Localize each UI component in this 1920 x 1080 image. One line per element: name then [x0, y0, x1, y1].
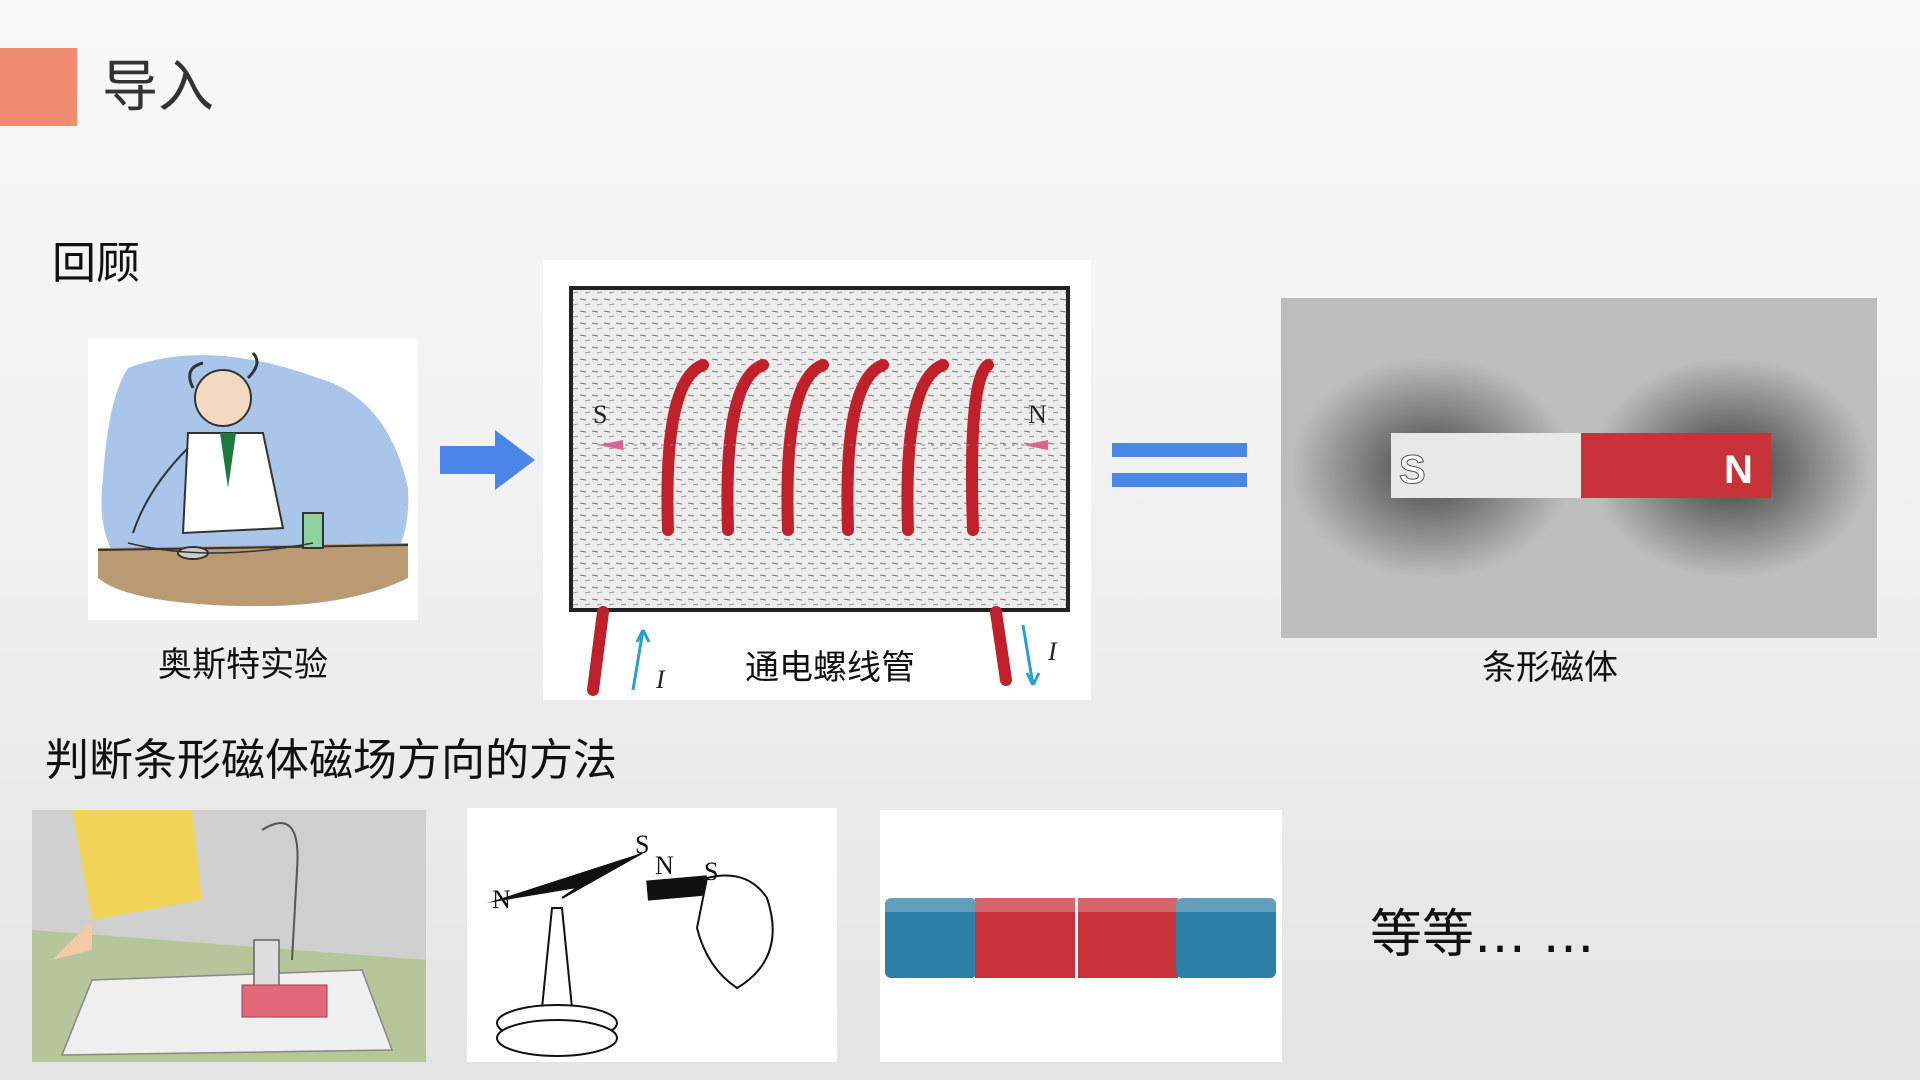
oersted-caption: 奥斯特实验	[158, 645, 328, 685]
bar-magnet-s-label: S	[1399, 448, 1426, 492]
solenoid-caption: 通电螺线管	[745, 648, 915, 688]
solenoid-s-pole-label: S	[593, 400, 607, 429]
magnet-n-label: N	[655, 851, 674, 880]
bar-magnets-photo	[880, 810, 1282, 1062]
oersted-experiment-image	[88, 338, 418, 620]
review-heading: 回顾	[52, 238, 140, 289]
compass-s-label: S	[635, 830, 649, 859]
title-accent-block	[0, 48, 77, 126]
bar-magnet-n-label: N	[1724, 448, 1753, 492]
etc-text: 等等… …	[1370, 905, 1595, 965]
suspended-magnet-image	[32, 810, 426, 1062]
compass-needle-image: N S N S	[467, 808, 837, 1062]
solenoid-n-pole-label: N	[1028, 400, 1047, 429]
magnet-s-label: S	[704, 857, 718, 886]
current-label-right: I	[1047, 637, 1058, 666]
slide-title: 导入	[102, 55, 214, 120]
method-heading: 判断条形磁体磁场方向的方法	[45, 735, 617, 786]
right-arrow-icon	[440, 430, 535, 490]
equals-bar-top	[1112, 443, 1247, 457]
equals-bar-bottom	[1112, 473, 1247, 487]
compass-n-label: N	[492, 885, 511, 914]
current-label-left: I	[655, 665, 666, 694]
bar-magnet-caption: 条形磁体	[1482, 648, 1618, 688]
bar-magnet-image: S N	[1281, 298, 1877, 638]
solenoid-image: S N I I	[543, 260, 1091, 700]
